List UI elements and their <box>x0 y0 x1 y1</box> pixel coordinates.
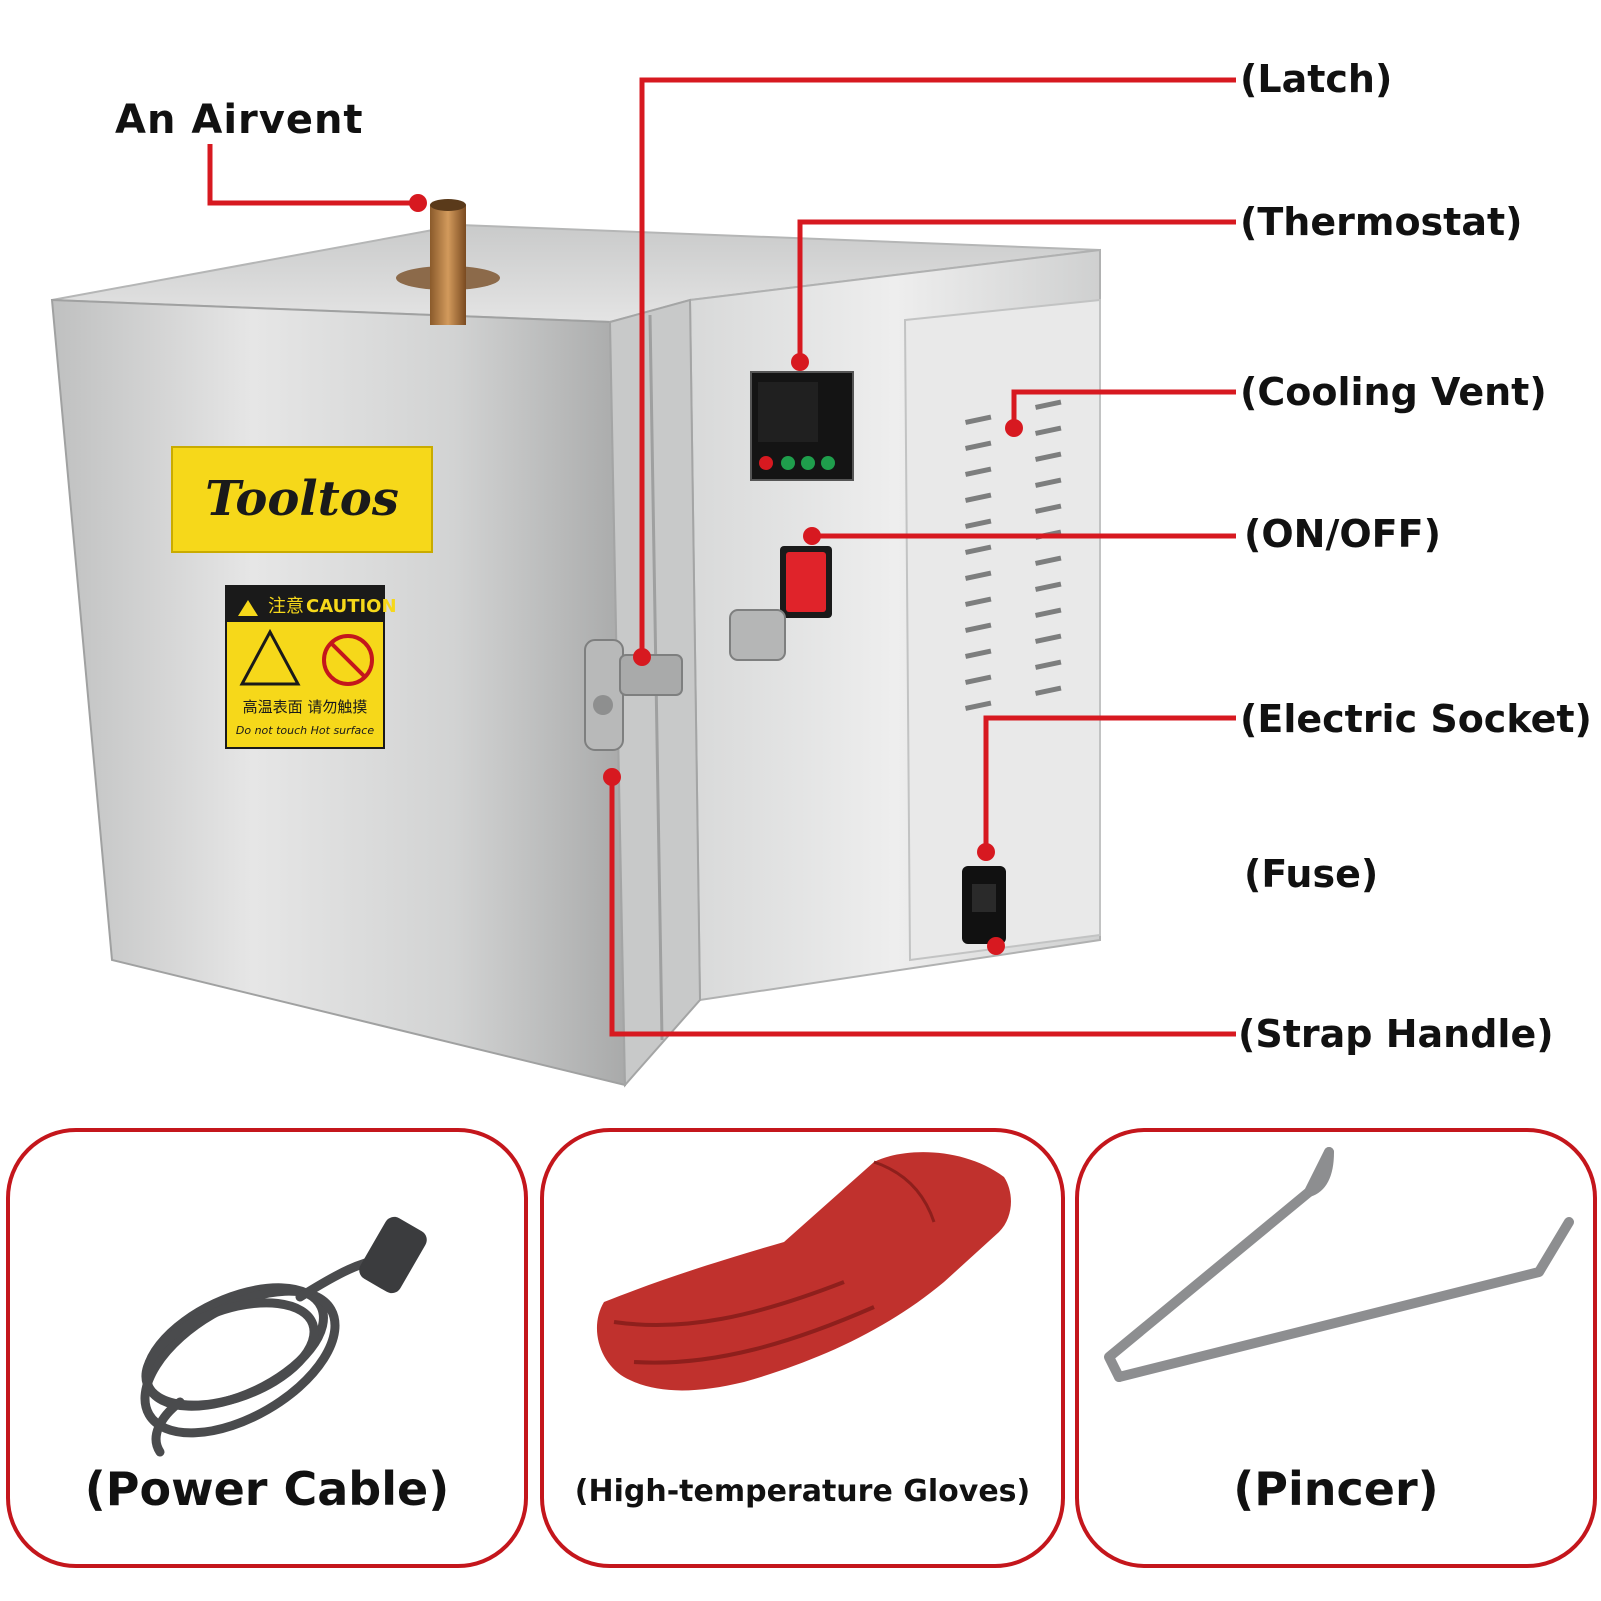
callout-lines <box>207 77 1236 1037</box>
thermostat-leader <box>797 219 1236 362</box>
callout-dots <box>409 194 1023 955</box>
accessory-label-gloves: (High-temperature Gloves) <box>574 1474 1031 1509</box>
accessory-card-gloves: (High-temperature Gloves) <box>540 1128 1065 1568</box>
strap-handle-leader <box>609 777 1236 1037</box>
svg-text:高温表面 请勿触摸: 高温表面 请勿触摸 <box>243 698 368 716</box>
svg-text:注意: 注意 <box>268 596 304 617</box>
brand-label: Tooltos <box>205 471 399 527</box>
svg-text:Do not touch Hot surface: Do not touch Hot surface <box>236 724 374 737</box>
pincer-icon <box>1104 1147 1574 1382</box>
callout-thermostat: (Thermostat) <box>1240 200 1523 244</box>
accessory-label-power-cable: (Power Cable) <box>84 1462 450 1516</box>
callout-latch: (Latch) <box>1240 57 1393 101</box>
callout-fuse: (Fuse) <box>1244 852 1379 896</box>
latch-leader <box>639 77 1236 657</box>
electric-socket <box>962 866 1006 944</box>
accessory-label-pincer: (Pincer) <box>1233 1462 1439 1516</box>
callout-cooling-vent: (Cooling Vent) <box>1240 370 1547 414</box>
on-off-switch <box>780 546 832 618</box>
accessory-card-power-cable: (Power Cable) <box>6 1128 528 1568</box>
power-cable-icon <box>140 1216 427 1457</box>
no-touch-icon <box>322 634 374 686</box>
latch <box>584 639 683 751</box>
airvent-pipe <box>430 205 466 325</box>
airvent-leader <box>207 144 418 206</box>
socket-leader <box>983 715 1236 852</box>
cooling-vent-leader <box>1011 389 1236 428</box>
brand-label-plate <box>171 446 433 553</box>
callout-on-off: (ON/OFF) <box>1244 512 1441 556</box>
callout-electric-socket: (Electric Socket) <box>1240 697 1592 741</box>
accessory-card-pincer: (Pincer) <box>1075 1128 1597 1568</box>
callout-strap-handle: (Strap Handle) <box>1238 1012 1554 1056</box>
gloves-icon <box>596 1152 1011 1391</box>
oven-illustration: Tooltos 注意 CAUTION 高温表面 请勿触摸 Do not touc… <box>50 77 1236 1088</box>
svg-text:CAUTION: CAUTION <box>306 596 397 617</box>
hot-surface-warning-icon <box>239 628 301 686</box>
callout-airvent: An Airvent <box>115 97 364 143</box>
thermostat-display <box>750 371 854 481</box>
